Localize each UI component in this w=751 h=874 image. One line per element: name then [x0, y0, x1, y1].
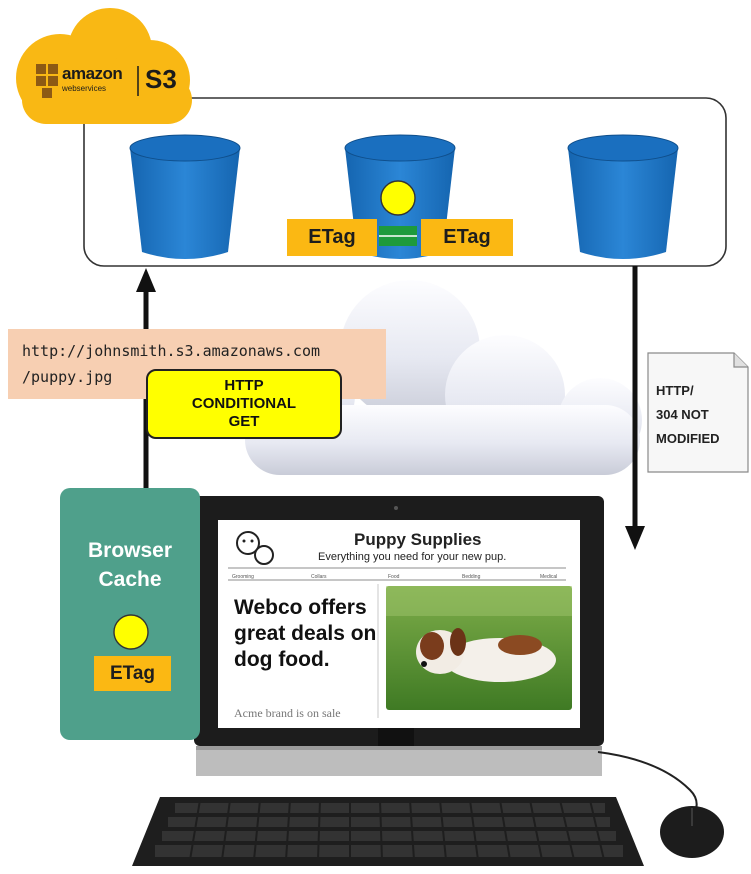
- request-url-line-2: /puppy.jpg: [22, 368, 113, 386]
- webpage-title: Puppy Supplies: [354, 530, 482, 549]
- s3-bucket-icon: [129, 134, 241, 259]
- webpage-nav-item[interactable]: Bedding: [462, 574, 481, 580]
- http-get-line-3: GET: [228, 413, 260, 430]
- keyboard-icon: [132, 797, 644, 866]
- webpage-nav-item[interactable]: Food: [388, 574, 400, 580]
- webpage-subline: Acme brand is on sale: [234, 706, 341, 720]
- webpage-nav-item[interactable]: Grooming: [232, 574, 254, 580]
- mouse-icon: [660, 806, 724, 858]
- browser-cache-etag: ETag: [94, 656, 171, 691]
- webpage-tagline: Everything you need for your new pup.: [318, 551, 507, 563]
- response-label: HTTP/ 304 NOT MODIFIED: [656, 379, 720, 451]
- browser-cache-title-line-1: Browser: [87, 539, 173, 562]
- webpage-headline: Webco offers great deals on dog food.: [234, 596, 377, 671]
- document-icon: [647, 352, 749, 473]
- dog-cat-logo-icon: [236, 531, 274, 565]
- response-line-3: MODIFIED: [656, 431, 720, 446]
- bucket-etag-right: ETag: [421, 219, 513, 256]
- browser-cache-title: Browser Cache: [60, 536, 200, 594]
- response-line-1: HTTP/: [656, 383, 694, 398]
- browser-cache-title-line-2: Cache: [98, 568, 162, 591]
- s3-bucket-icon: [567, 134, 679, 259]
- webpage-nav-item[interactable]: Collars: [311, 574, 327, 580]
- aws-brand-label: amazon: [62, 64, 123, 83]
- http-get-line-2: CONDITIONAL: [191, 395, 297, 412]
- puppy-photo: [386, 586, 572, 710]
- aws-cloud-icon: [16, 8, 192, 124]
- http-get-line-1: HTTP: [224, 377, 264, 394]
- browser-cache-panel: [60, 488, 200, 740]
- object-circle: [380, 180, 416, 216]
- request-url-line-1: http://johnsmith.s3.amazonaws.com: [22, 342, 321, 360]
- cached-object-circle: [113, 614, 149, 650]
- http-conditional-get-label: HTTP CONDITIONAL GET: [146, 369, 342, 439]
- webpage-nav-item[interactable]: Medical: [540, 574, 558, 580]
- aws-brand-sub-label: webservices: [62, 84, 107, 93]
- aws-logo-icon: [36, 64, 58, 98]
- bucket-etag-left: ETag: [287, 219, 377, 256]
- response-line-2: 304 NOT: [656, 407, 709, 422]
- s3-brand-label: S3: [145, 64, 177, 94]
